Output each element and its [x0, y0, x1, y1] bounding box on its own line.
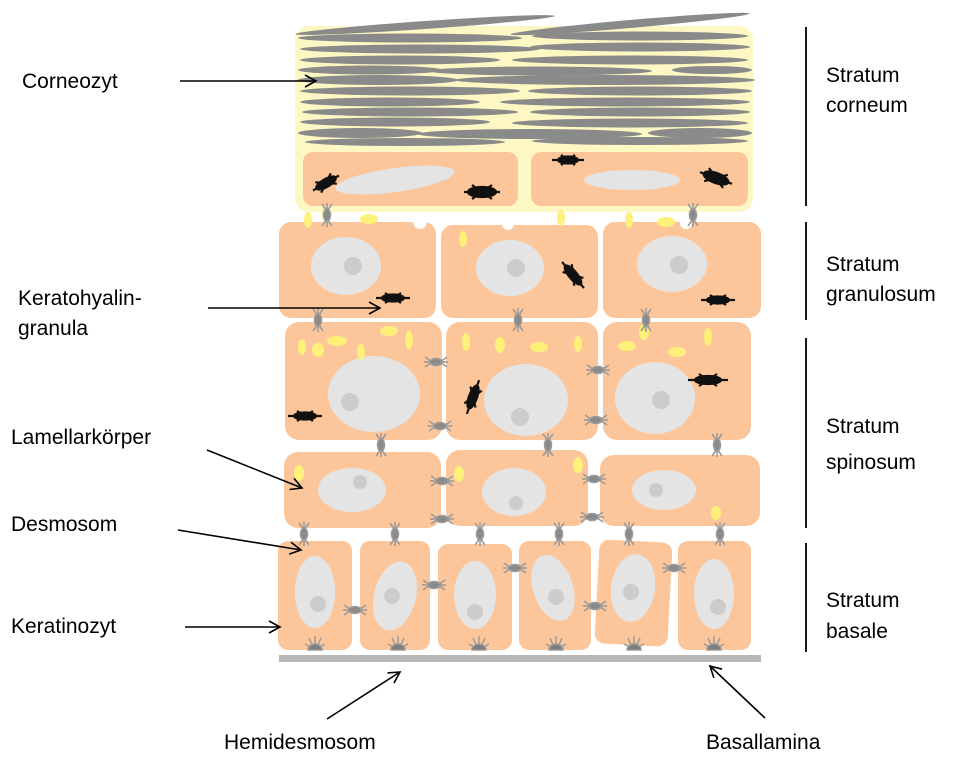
layer-basale-line2: basale [826, 620, 888, 643]
label-lamellarkoerper: Lamellarkörper [11, 426, 151, 449]
layer-corneum-line1: Stratum [826, 64, 900, 87]
layer-corneum-line2: corneum [826, 94, 908, 117]
stratum-spinosum-cells [284, 322, 760, 528]
label-corneozyt: Corneozyt [22, 70, 118, 93]
arrow-desmosom [178, 530, 301, 550]
arrow-basallamina [710, 666, 765, 718]
stratum-basale-cells [278, 539, 751, 650]
label-basallamina: Basallamina [706, 731, 821, 754]
basal-lamina [279, 655, 761, 662]
arrow-hemidesmosom [327, 672, 400, 719]
layer-spinosum-line2: spinosum [826, 451, 916, 474]
label-keratinozyt: Keratinozyt [11, 615, 116, 638]
label-keratohyalin-line2: granula [18, 317, 88, 340]
label-hemidesmosom: Hemidesmosom [224, 731, 376, 754]
layer-granulosum-line2: granulosum [826, 283, 936, 306]
label-desmosom: Desmosom [11, 513, 117, 536]
label-keratohyalin-line1: Keratohyalin- [18, 287, 142, 310]
stratum-granulosum-cells [279, 215, 761, 318]
layer-basale-line1: Stratum [826, 589, 900, 612]
layer-granulosum-line1: Stratum [826, 253, 900, 276]
layer-spinosum-line1: Stratum [826, 415, 900, 438]
